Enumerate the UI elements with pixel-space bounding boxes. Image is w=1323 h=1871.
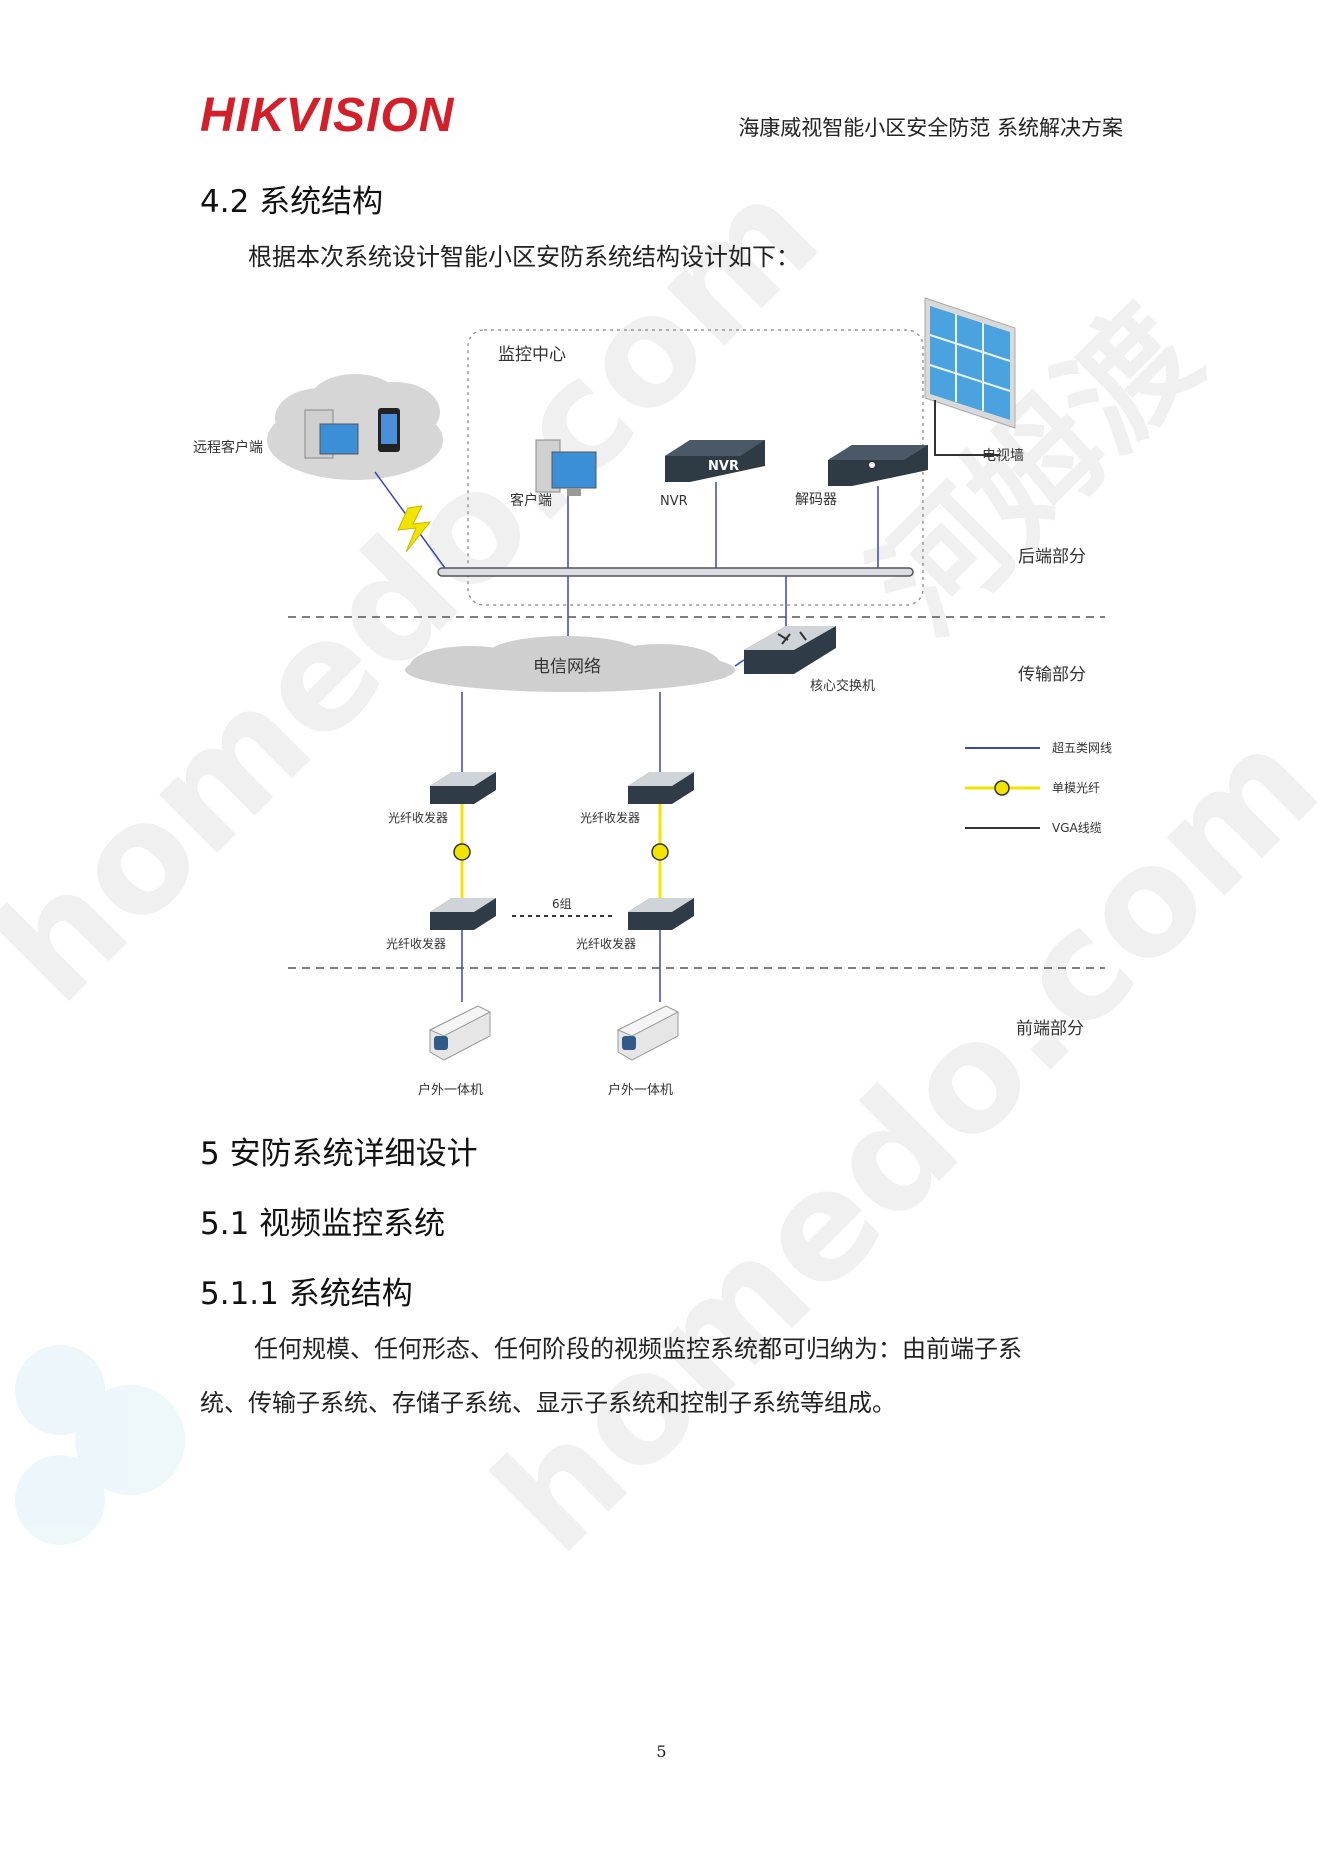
transmission-label: 传输部分: [1018, 665, 1086, 685]
outdoor-camera-icon: [428, 1005, 492, 1061]
section-heading-5-1-1: 5.1.1 系统结构: [200, 1276, 413, 1312]
video-wall-icon: [924, 297, 1016, 429]
fiber-marker-icon: [651, 843, 669, 861]
mobile-phone-icon: [378, 408, 400, 452]
remote-client-label: 远程客户端: [193, 439, 263, 456]
backend-label: 后端部分: [1018, 547, 1086, 567]
outdoor-camera-label: 户外一体机: [608, 1082, 673, 1098]
nvr-device-icon: NVR: [665, 440, 765, 482]
section-heading-4-2: 4.2 系统结构: [200, 184, 384, 220]
monitoring-center-label: 监控中心: [498, 345, 566, 365]
fiber-transceiver-label: 光纤收发器: [580, 810, 640, 825]
fiber-transceiver-icon: [628, 898, 694, 930]
fiber-transceiver-icon: [628, 772, 694, 804]
fiber-transceiver-icon: [430, 772, 496, 804]
vga-line-video-wall: [934, 400, 1000, 456]
section-paragraph-line-2: 统、传输子系统、存储子系统、显示子系统和控制子系统等组成。: [200, 1389, 896, 1417]
nvr-badge: NVR: [708, 459, 739, 474]
client-label: 客户端: [510, 492, 552, 509]
decoder-label: 解码器: [795, 492, 837, 508]
legend-vga-label: VGA线缆: [1052, 821, 1102, 835]
legend-cat5e-label: 超五类网线: [1052, 740, 1112, 755]
lan-bus: [437, 567, 914, 577]
remote-pc-icon: [304, 409, 359, 459]
decoder-device-icon: [828, 445, 928, 486]
fiber-transceiver-label: 光纤收发器: [386, 936, 446, 951]
video-wall-label: 电视墙: [982, 448, 1024, 464]
outdoor-camera-label: 户外一体机: [418, 1082, 483, 1098]
watermark-flower-icon: [15, 1345, 185, 1545]
nvr-label: NVR: [660, 494, 688, 509]
fiber-transceiver-label: 光纤收发器: [388, 810, 448, 825]
section-intro-text: 根据本次系统设计智能小区安防系统结构设计如下：: [248, 243, 800, 271]
page-number: 5: [656, 1742, 667, 1761]
section-paragraph-line-1: 任何规模、任何形态、任何阶段的视频监控系统都可归纳为：由前端子系: [254, 1335, 1022, 1363]
fiber-marker-icon: [453, 843, 471, 861]
frontend-label: 前端部分: [1016, 1019, 1084, 1039]
telecom-network-label: 电信网络: [533, 657, 601, 677]
client-pc-icon: [535, 439, 597, 496]
hikvision-logo: HIKVISION: [200, 89, 455, 142]
six-groups-label: 6组: [552, 897, 572, 911]
legend-fiber-label: 单模光纤: [1052, 781, 1100, 795]
outdoor-camera-icon: [616, 1005, 680, 1061]
telecom-network-cloud: [405, 636, 735, 692]
core-switch-icon: [744, 626, 836, 674]
section-heading-5: 5 安防系统详细设计: [200, 1136, 478, 1172]
legend: 超五类网线 单模光纤 VGA线缆: [965, 740, 1112, 835]
section-heading-5-1: 5.1 视频监控系统: [200, 1206, 446, 1242]
fiber-transceiver-label: 光纤收发器: [576, 936, 636, 951]
fiber-transceiver-icon: [430, 898, 496, 930]
wireless-bolt-icon: [397, 505, 432, 553]
core-switch-label: 核心交换机: [810, 678, 875, 694]
document-header-title: 海康威视智能小区安全防范 系统解决方案: [738, 116, 1123, 140]
system-structure-diagram: 监控中心 电视墙 远程客户端 客户端 NVR NVR: [193, 297, 1112, 1098]
